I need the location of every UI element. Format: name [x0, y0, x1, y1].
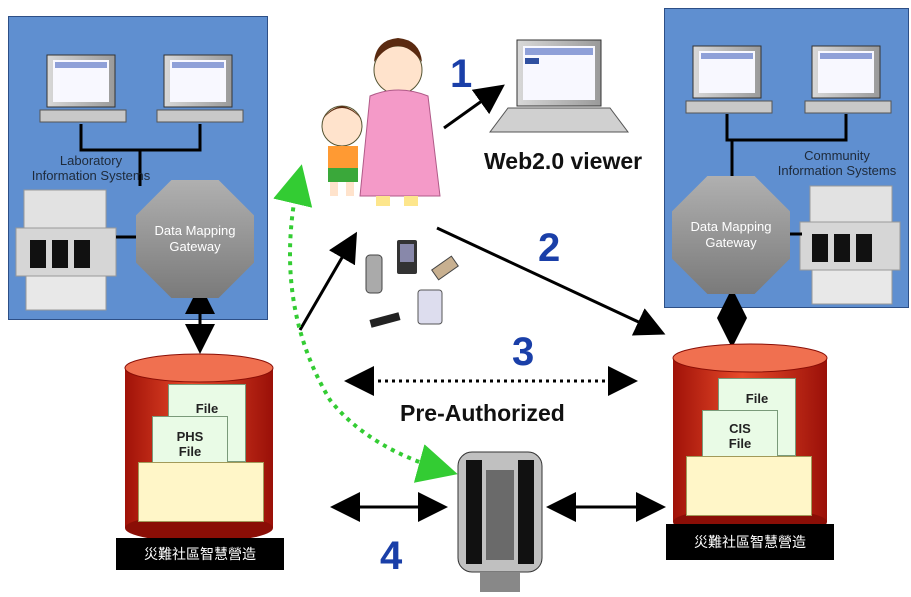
left-monitor-1	[39, 54, 127, 123]
left-gateway-line1: Data Mapping	[154, 223, 236, 238]
cis-label-line1: CIS	[729, 421, 751, 436]
phs-label-line1: PHS	[176, 429, 204, 444]
left-folder	[138, 462, 264, 522]
central-server-icon	[457, 451, 543, 592]
right-monitor-1	[685, 45, 773, 114]
cis-label-line2: File	[728, 436, 752, 451]
pre-authorized-label: Pre-Authorized	[400, 400, 565, 426]
community-label-line2: Information Systems	[777, 163, 897, 178]
phs-label-line2: File	[178, 444, 202, 459]
left-gateway-line2: Gateway	[169, 239, 221, 254]
step-number-4: 4	[380, 534, 403, 578]
laboratory-label-line2: Information Systems	[31, 168, 151, 183]
mobile-devices	[365, 240, 459, 328]
step-number-2: 2	[538, 226, 561, 270]
right-monitor-2	[804, 45, 892, 114]
laboratory-label-line1: Laboratory	[59, 153, 123, 168]
step-number-3: 3	[512, 330, 535, 374]
right-gateway-line2: Gateway	[705, 235, 757, 250]
community-label-line1: Community	[804, 148, 870, 163]
laboratory-system-label: Laboratory Information Systems	[16, 153, 166, 183]
left-data-mapping-gateway: Data Mapping Gateway	[136, 180, 254, 298]
mother-child-illustration	[321, 38, 441, 206]
web-viewer-label: Web2.0 viewer	[484, 148, 643, 174]
right-gateway-line1: Data Mapping	[690, 219, 772, 234]
left-monitor-2	[156, 54, 244, 123]
right-folder	[686, 456, 812, 516]
right-data-mapping-gateway: Data Mapping Gateway	[672, 176, 790, 294]
right-server-robot	[799, 185, 901, 305]
left-file-label: File	[195, 401, 219, 416]
left-db-caption: 災難社區智慧營造	[116, 538, 284, 570]
right-db-caption: 災難社區智慧營造	[666, 524, 834, 560]
web-viewer-laptop	[489, 39, 629, 133]
step-number-1: 1	[450, 52, 473, 96]
right-file-label: File	[745, 391, 769, 406]
left-server-robot	[15, 189, 117, 311]
community-system-label: Community Information Systems	[762, 148, 911, 178]
